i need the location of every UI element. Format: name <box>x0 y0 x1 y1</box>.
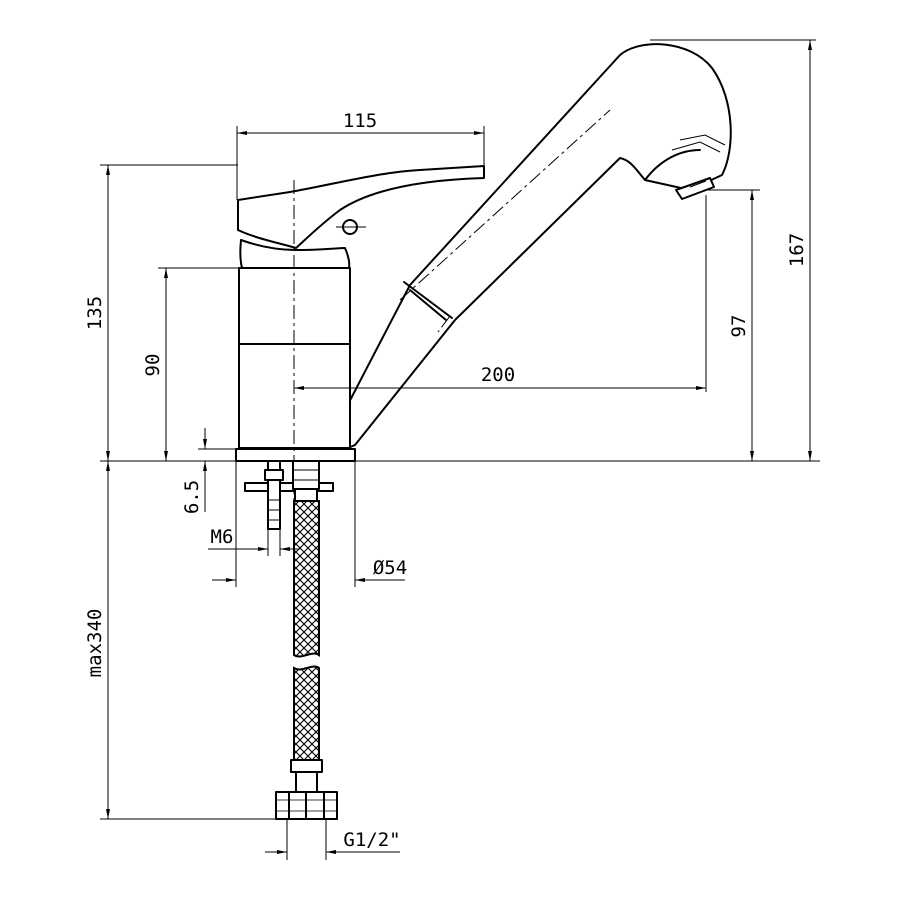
dim-lever-height: 135 <box>84 164 238 461</box>
base-flange <box>235 448 356 462</box>
dim-label-115: 115 <box>343 110 377 132</box>
dim-label-200: 200 <box>481 364 515 386</box>
dim-base-diameter: Ø54 <box>212 461 407 587</box>
dim-spout-height: 97 <box>708 189 760 461</box>
dim-base-thickness: 6.5 <box>181 428 236 514</box>
dim-label-90: 90 <box>142 354 164 377</box>
spout-joint-mark <box>437 315 451 333</box>
dim-hose-length: max340 <box>84 461 278 820</box>
dim-label-167: 167 <box>786 233 808 267</box>
braided-hose <box>293 500 320 761</box>
dim-spout-reach: 200 <box>294 195 707 392</box>
lever-handle <box>237 165 485 249</box>
dim-handle-width: 115 <box>236 110 485 200</box>
dim-label-135: 135 <box>84 296 106 330</box>
dim-label-max340: max340 <box>84 609 106 678</box>
dim-connector-thread: G1/2" <box>265 819 401 860</box>
dim-total-height: 167 <box>650 39 816 461</box>
dim-label-g1-2: G1/2" <box>343 829 400 851</box>
spout-centerline <box>399 109 611 301</box>
cartridge-cap <box>239 239 351 269</box>
spout <box>323 43 732 449</box>
dim-body-height: 90 <box>142 267 240 461</box>
mounting-assembly <box>244 460 334 530</box>
dim-label-97: 97 <box>728 315 750 338</box>
hose-connector-nut <box>275 759 338 820</box>
dim-label-diameter-54: Ø54 <box>373 557 407 579</box>
dim-label-m6: M6 <box>211 526 234 548</box>
dim-label-6-5: 6.5 <box>181 480 203 514</box>
dim-stud-thread: M6 <box>208 526 300 556</box>
